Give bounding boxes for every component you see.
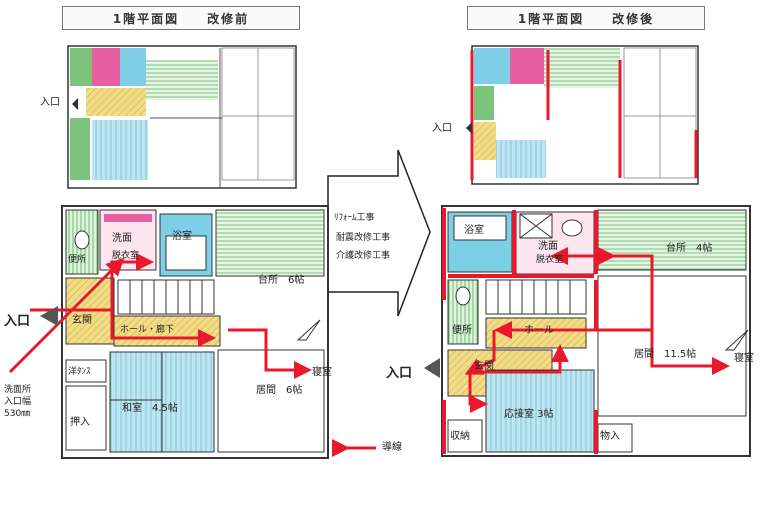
arrow-text-seismic: 耐震改修工事 [336,233,391,243]
before-room-toilet: 便所 [68,255,87,265]
after-thumb-entrance-label: 入口 [432,123,452,134]
after-room-washroom: 洗面 [538,241,558,252]
arrow-text-reform: ﾘﾌｫｰﾑ工事 [334,213,375,223]
transition-arrow [327,149,431,317]
after-room-bedroom: 寝室 [734,353,754,364]
after-room-bath: 浴室 [464,225,484,236]
before-note-line3: 530㎜ [4,409,31,419]
after-room-genkan: 玄関 [474,361,494,372]
after-thumb-entrance-marker [466,122,472,134]
arrow-text-care: 介護改修工事 [336,251,391,261]
before-entrance-label: 入口 [4,314,31,329]
before-room-genkan: 玄関 [72,315,92,326]
before-room-bedroom: 寝室 [312,367,332,378]
after-room-toilet: 便所 [452,325,472,336]
before-room-bath: 浴室 [172,231,192,242]
after-room-kitchen: 台所 4帖 [666,243,713,254]
after-main-plan [441,205,751,457]
after-thumbnail [470,45,699,185]
before-thumb-entrance-label: 入口 [40,97,60,108]
before-room-closet: 洋ﾀﾝｽ [68,367,91,377]
after-room-hall: ホール [524,325,554,336]
before-note-line1: 洗面所 [4,385,32,395]
before-entrance-marker [40,306,58,326]
after-room-dressing: 脱衣室 [536,255,564,265]
before-note-line2: 入口幅 [4,397,32,407]
after-room-monoire: 物入 [600,431,620,442]
after-entrance-label: 入口 [386,366,413,381]
title-after: 1階平面図 改修後 [467,6,705,30]
before-room-washroom: 洗面 [112,233,132,244]
before-room-oshiire: 押入 [70,417,90,428]
after-room-reception: 応接室 3帖 [504,409,554,420]
before-thumbnail [67,45,297,189]
legend-label: 導線 [382,442,402,453]
after-room-storage: 収納 [450,431,470,442]
before-room-washitsu: 和室 4.5帖 [122,403,178,414]
before-thumb-entrance-marker [72,98,78,110]
before-room-living: 居間 6帖 [256,385,303,396]
before-main-plan [8,205,329,459]
after-entrance-marker [424,358,440,378]
before-room-dressing: 脱衣室 [112,251,140,261]
after-room-living: 居間 11.5帖 [634,349,697,360]
title-before: 1階平面図 改修前 [62,6,300,30]
before-room-hall: ホール・廊下 [120,325,175,335]
before-room-kitchen: 台所 6帖 [258,275,305,286]
